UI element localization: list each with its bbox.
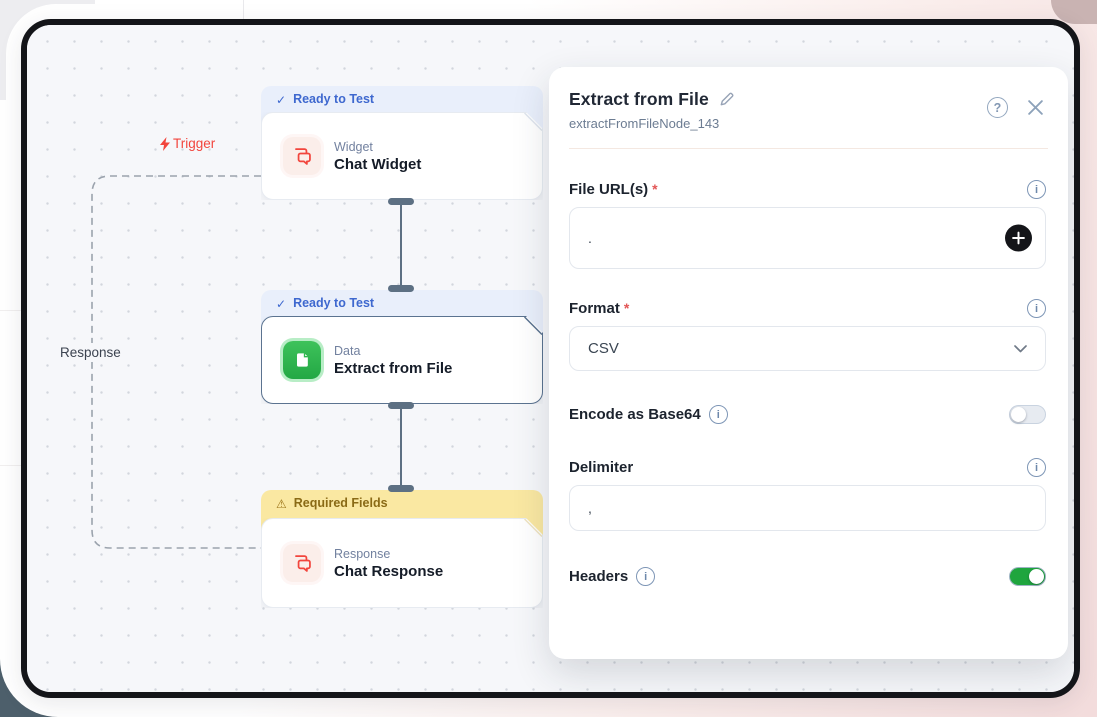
node-title: Chat Response [334, 562, 444, 580]
background-line [0, 465, 21, 466]
check-icon: ✓ [276, 92, 287, 107]
node-title: Chat Widget [334, 155, 422, 173]
panel-title: Extract from File [569, 89, 709, 109]
file-urls-input[interactable]: . [569, 207, 1046, 269]
edit-pencil-icon[interactable] [718, 91, 735, 108]
encode-base64-toggle[interactable] [1009, 405, 1046, 424]
format-value: CSV [588, 340, 619, 357]
file-urls-label: File URL(s)* [569, 181, 658, 198]
screenshot-frame: Trigger Response ✓ Ready to Test [21, 19, 1080, 698]
delimiter-input[interactable]: , [569, 485, 1046, 531]
node-connector[interactable] [388, 198, 414, 292]
connector-handle [388, 198, 414, 205]
chat-bubbles-icon [283, 544, 321, 582]
warning-icon: ⚠ [276, 496, 287, 511]
check-icon: ✓ [276, 296, 287, 311]
node-config-panel: Extract from File extractFromFileNode_14… [549, 67, 1068, 659]
node-category: Widget [334, 139, 373, 154]
node-connector[interactable] [388, 402, 414, 492]
plus-icon [1012, 231, 1025, 245]
background-line [0, 310, 21, 311]
chat-bubbles-icon [283, 137, 321, 175]
info-icon[interactable]: i [636, 567, 656, 586]
node-extract-from-file[interactable]: Data Extract from File [261, 316, 543, 404]
card-fold-edge [524, 519, 542, 537]
headers-toggle[interactable] [1009, 567, 1046, 586]
help-icon[interactable]: ? [987, 97, 1008, 118]
card-fold-edge [524, 113, 542, 131]
trigger-label: Trigger [160, 136, 215, 151]
connector-handle [388, 285, 414, 292]
node-title: Extract from File [334, 359, 453, 377]
response-label: Response [53, 343, 128, 362]
file-document-icon [283, 341, 321, 379]
format-label: Format* [569, 300, 630, 317]
chevron-down-icon [1014, 344, 1027, 352]
lightning-bolt-icon [160, 136, 170, 151]
info-icon[interactable]: i [1027, 180, 1046, 199]
info-icon[interactable]: i [1027, 458, 1046, 477]
close-icon[interactable] [1027, 99, 1044, 116]
headers-label: Headers [569, 568, 629, 585]
node-category: Response [334, 546, 391, 561]
node-id-subtitle: extractFromFileNode_143 [569, 116, 720, 131]
info-icon[interactable]: i [1027, 299, 1046, 318]
node-chat-widget[interactable]: Widget Chat Widget [261, 112, 543, 200]
info-icon[interactable]: i [708, 405, 728, 424]
background-divider-line [243, 0, 244, 19]
file-urls-value: . [588, 230, 592, 246]
add-url-button[interactable] [1005, 224, 1032, 252]
connector-handle [388, 485, 414, 492]
delimiter-value: , [588, 500, 592, 516]
encode-base64-label: Encode as Base64 [569, 406, 701, 423]
format-select[interactable]: CSV [569, 326, 1046, 371]
node-chat-response[interactable]: Response Chat Response [261, 518, 543, 608]
node-category: Data [334, 343, 361, 358]
workflow-canvas[interactable]: Trigger Response ✓ Ready to Test [27, 25, 1074, 692]
delimiter-label: Delimiter [569, 459, 634, 476]
panel-divider [569, 148, 1048, 149]
connector-handle [388, 402, 414, 409]
required-marker: * [652, 181, 658, 197]
required-marker: * [623, 300, 630, 316]
card-fold-edge [524, 317, 542, 335]
